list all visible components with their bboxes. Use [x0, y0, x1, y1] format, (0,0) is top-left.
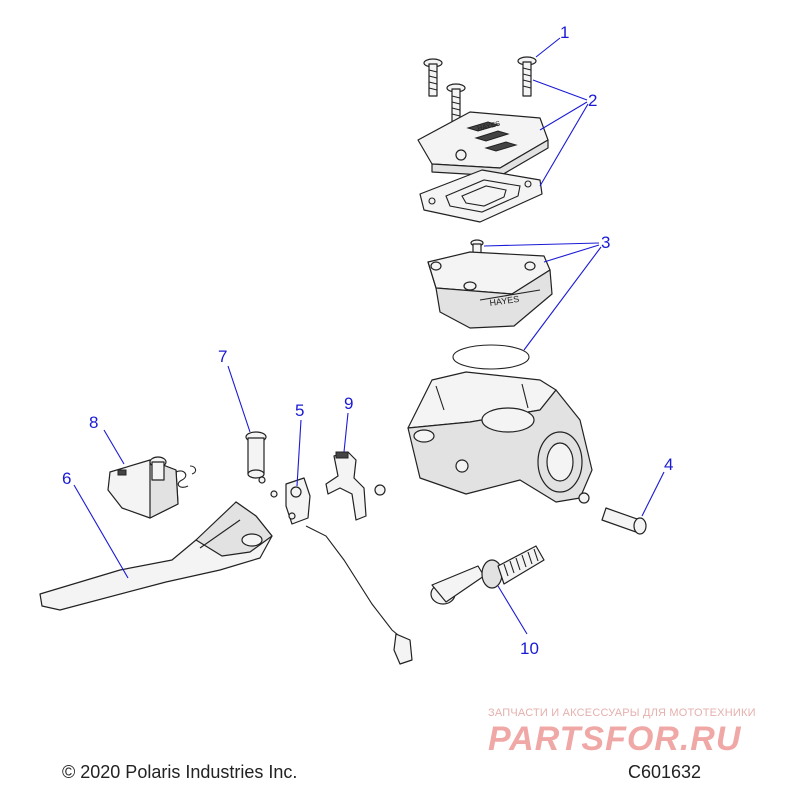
reservoir-cover: HAYES: [417, 111, 549, 177]
callout-4: 4: [664, 455, 673, 474]
callout-numbers: 1 2 3 4 5 6 7 8 9 10: [62, 23, 673, 658]
callout-10: 10: [520, 639, 539, 658]
piston-assembly: [430, 545, 545, 605]
callout-7: 7: [218, 347, 227, 366]
copyright-notice: © 2020 Polaris Industries Inc.: [62, 762, 298, 782]
callout-9: 9: [344, 394, 353, 413]
reservoir-brand-text: HAYES: [489, 294, 520, 308]
master-cylinder-body: [407, 371, 593, 504]
diaphragm-gasket: [419, 169, 543, 223]
switch-bracket: [325, 451, 386, 521]
brake-light-switch: [285, 477, 413, 665]
callout-2: 2: [588, 91, 597, 110]
watermark-logo: PARTSFOR.RU: [488, 720, 742, 758]
reservoir-body: HAYES: [427, 239, 553, 329]
callout-1: 1: [560, 23, 569, 42]
leader-lines: [73, 37, 665, 635]
brake-lever: [39, 501, 273, 611]
screw-middle: [446, 83, 466, 126]
drawing-code: C601632: [628, 762, 702, 782]
callout-8: 8: [89, 413, 98, 432]
pivot-bolt: [601, 507, 647, 535]
o-ring: [452, 344, 530, 370]
cover-screws: [423, 56, 537, 126]
lever-pin: [245, 431, 278, 498]
screw-left: [423, 58, 443, 97]
callout-3: 3: [601, 233, 610, 252]
watermark-tagline: ЗАПЧАСТИ И АКСЕССУАРЫ ДЛЯ МОТОТЕХНИКИ: [488, 707, 756, 719]
callout-6: 6: [62, 469, 71, 488]
screw-right: [517, 56, 537, 97]
lever-adjuster: [107, 456, 197, 519]
callout-5: 5: [295, 401, 304, 420]
